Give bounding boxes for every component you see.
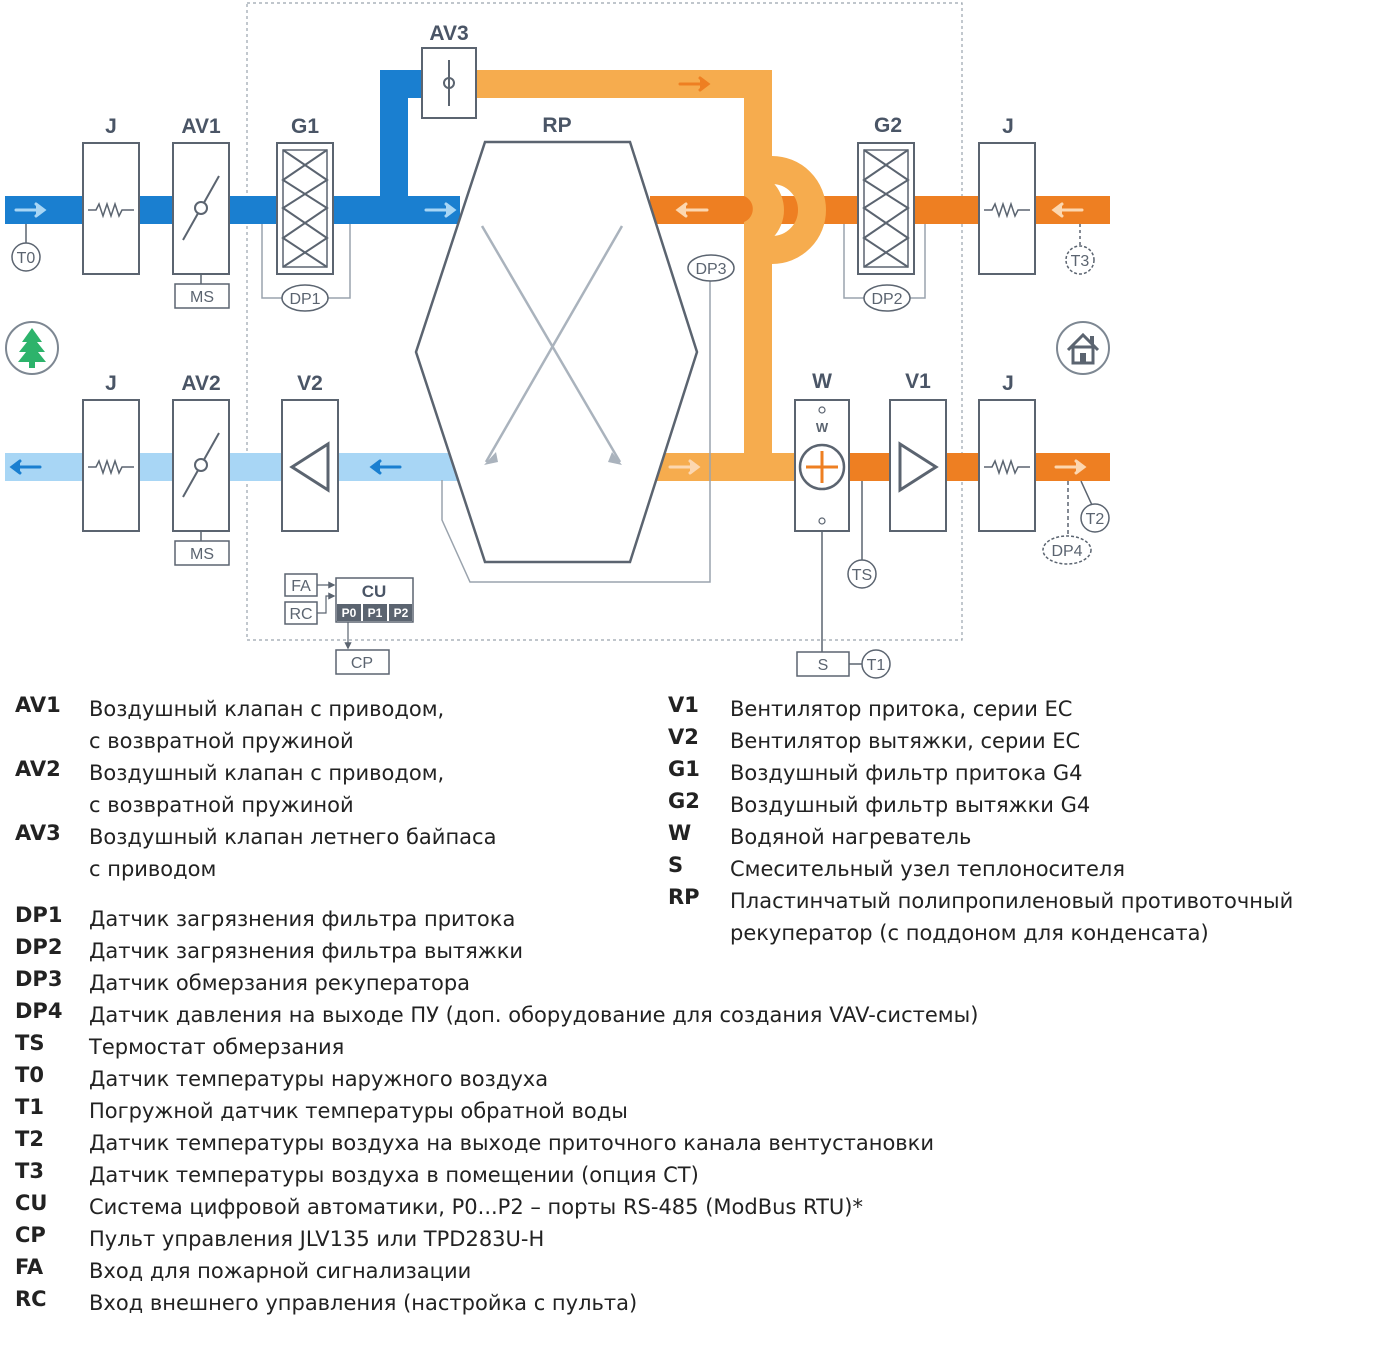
- heater-w: W W: [794, 370, 850, 532]
- svg-text:AV2: AV2: [181, 372, 220, 395]
- sensor-dp1: DP1: [281, 284, 329, 312]
- silencer-j-bottom-right: J: [978, 372, 1036, 532]
- ms-box-bottom: MS: [174, 540, 230, 566]
- svg-text:G1: G1: [291, 115, 319, 138]
- svg-text:MS: MS: [190, 546, 214, 563]
- bypass-top-duct-warm: [475, 70, 772, 98]
- svg-text:P0: P0: [342, 606, 357, 620]
- rp-label: RP: [542, 114, 571, 137]
- legend-right: V1 Вентилятор притока, серии EC V2 Венти…: [668, 693, 1294, 945]
- svg-text:J: J: [1002, 372, 1014, 395]
- svg-text:T0: T0: [17, 250, 36, 267]
- svg-text:J: J: [105, 115, 117, 138]
- fan-v1: V1: [889, 370, 947, 532]
- control-panel-cp: CP: [335, 649, 390, 675]
- damper-av1: AV1: [172, 115, 230, 284]
- svg-text:P1: P1: [368, 606, 383, 620]
- silencer-j-top-right: J: [978, 115, 1036, 275]
- ms-box-top: MS: [174, 283, 230, 309]
- crossover-hump: [744, 170, 784, 250]
- dp2-line: [843, 224, 864, 299]
- house-icon: [1056, 321, 1110, 375]
- tree-icon: [5, 321, 59, 375]
- legend-left: AV1 Воздушный клапан с приводом, с возвр…: [15, 693, 497, 881]
- svg-text:MS: MS: [190, 289, 214, 306]
- sensor-t2: T2: [1080, 503, 1110, 533]
- svg-text:W: W: [812, 370, 832, 393]
- filter-g2: G2: [857, 114, 915, 275]
- fan-v2: V2: [281, 372, 339, 532]
- svg-text:J: J: [1002, 115, 1014, 138]
- svg-text:V2: V2: [297, 372, 323, 395]
- control-unit-cu: CU P0 P1 P2: [335, 577, 414, 623]
- damper-av2: AV2: [172, 372, 230, 541]
- ventilation-schematic: RP AV3 J AV1 MS G1 DP1: [5, 2, 1110, 679]
- sensor-dp2: DP2: [863, 284, 911, 312]
- svg-text:DP2: DP2: [871, 291, 902, 308]
- svg-text:TS: TS: [852, 567, 872, 584]
- svg-text:RC: RC: [289, 606, 312, 623]
- unit-casing: [246, 2, 963, 641]
- av3-label: AV3: [429, 22, 468, 45]
- recuperator-rp: RP: [414, 114, 699, 564]
- svg-text:T1: T1: [867, 657, 886, 674]
- svg-text:S: S: [818, 657, 829, 674]
- dp3-line: [441, 280, 711, 583]
- svg-text:CU: CU: [362, 582, 387, 601]
- svg-text:T3: T3: [1071, 253, 1090, 270]
- svg-text:W: W: [816, 420, 829, 435]
- sensor-ts: TS: [847, 559, 877, 589]
- bypass-damper-av3: AV3: [421, 22, 477, 119]
- svg-text:J: J: [105, 372, 117, 395]
- svg-text:DP4: DP4: [1051, 543, 1082, 560]
- svg-text:DP1: DP1: [289, 291, 320, 308]
- svg-text:P2: P2: [394, 606, 409, 620]
- sensor-dp4: DP4: [1042, 535, 1092, 565]
- dp1-line: [261, 224, 283, 299]
- bypass-down-duct: [744, 70, 772, 480]
- svg-text:T2: T2: [1086, 511, 1105, 528]
- filter-g1: G1: [276, 115, 334, 275]
- svg-text:G2: G2: [874, 114, 902, 137]
- sensor-t1: T1: [861, 649, 891, 679]
- flow-arrows: [9, 76, 1087, 475]
- silencer-j-top-left: J: [82, 115, 140, 275]
- sensor-t3: T3: [1065, 245, 1095, 275]
- remote-control-input-rc: RC: [284, 601, 318, 625]
- sensor-t0: T0: [11, 242, 41, 272]
- bypass-top-duct-cold: [380, 70, 425, 98]
- svg-text:DP3: DP3: [695, 261, 726, 278]
- svg-text:AV1: AV1: [181, 115, 221, 138]
- fire-alarm-input-fa: FA: [284, 573, 318, 597]
- svg-text:CP: CP: [351, 655, 373, 672]
- sensor-dp3: DP3: [687, 254, 735, 282]
- silencer-j-bottom-left: J: [82, 372, 140, 532]
- svg-text:FA: FA: [291, 578, 311, 595]
- mixing-node-s: S: [796, 651, 850, 677]
- svg-text:V1: V1: [905, 370, 931, 393]
